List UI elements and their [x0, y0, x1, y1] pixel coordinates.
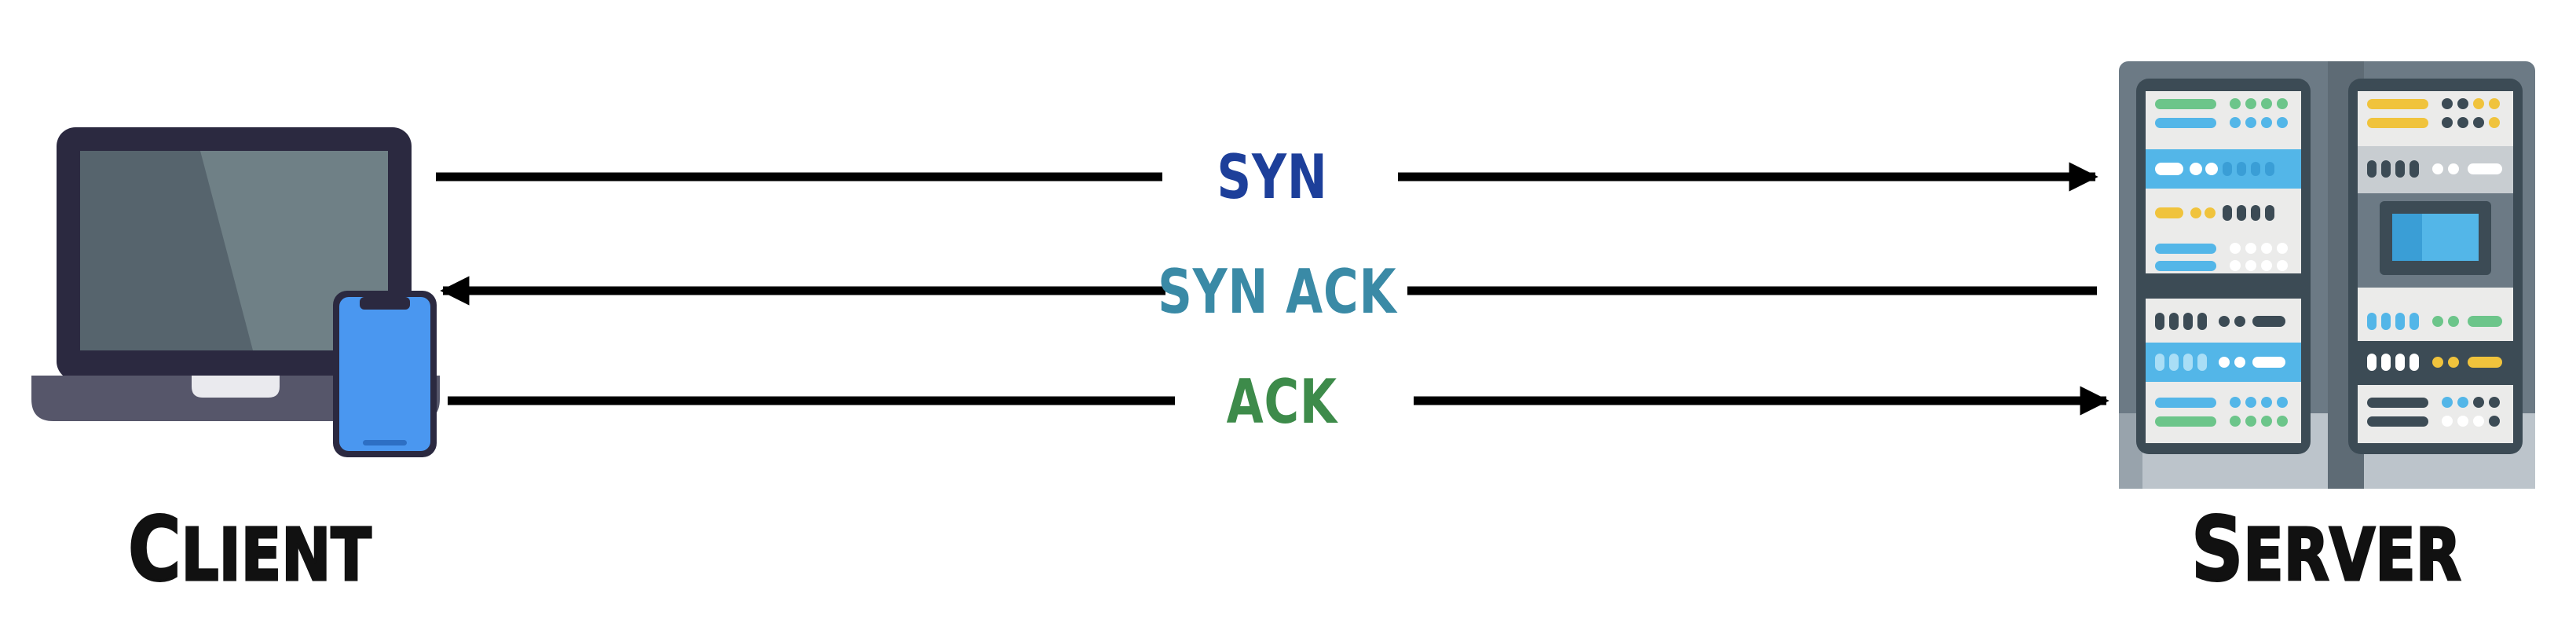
- syn-label: SYN: [1217, 142, 1327, 213]
- client-label-rest: LIENT: [181, 513, 371, 597]
- message-ack: ACK: [448, 367, 2109, 438]
- server-rack-icon: [2119, 61, 2535, 489]
- server-label: SERVER: [2191, 499, 2461, 601]
- syn-ack-label: SYN ACK: [1158, 257, 1398, 328]
- server-label-first: S: [2191, 499, 2243, 601]
- message-syn: SYN: [436, 142, 2098, 213]
- message-syn-ack: SYN ACK: [440, 257, 2097, 328]
- client-label: CLIENT: [128, 499, 371, 601]
- ack-label: ACK: [1227, 367, 1339, 438]
- server-label-rest: ERVER: [2243, 513, 2461, 597]
- client-label-first: C: [128, 499, 181, 601]
- smartphone-icon: [333, 291, 437, 457]
